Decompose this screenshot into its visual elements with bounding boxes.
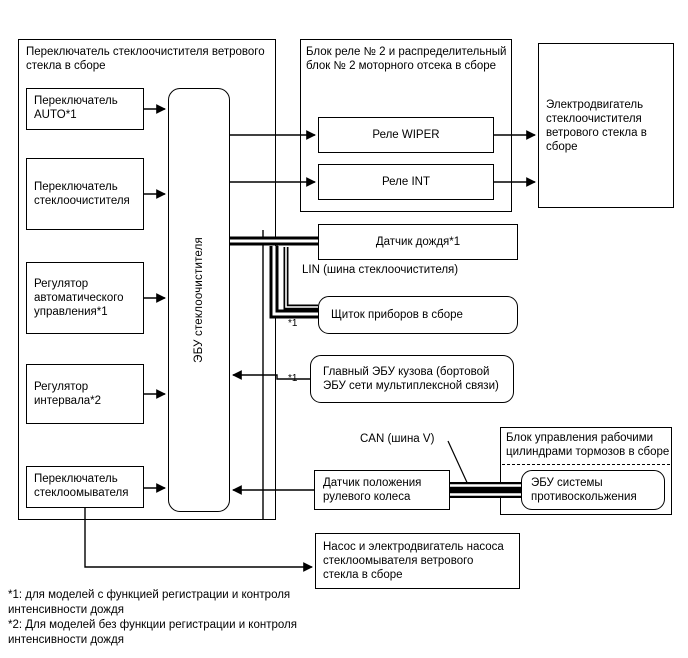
label-lin-bus: LIN (шина стеклоочистителя)	[302, 264, 459, 276]
box-washer-switch[interactable]: Переключатель стеклоомывателя	[26, 466, 144, 508]
box-relay-wiper[interactable]: Реле WIPER	[318, 117, 494, 153]
footnote-2: *2: Для моделей без функции регистрации …	[8, 619, 297, 646]
box-auto-switch[interactable]: Переключатель AUTO*1	[26, 88, 144, 130]
box-wiper-ecu[interactable]: ЭБУ стеклоочистителя	[168, 88, 230, 512]
box-main-body-ecu[interactable]: Главный ЭБУ кузова (бортовой ЭБУ сети му…	[310, 355, 514, 403]
box-auto-control-regulator[interactable]: Регулятор автоматического управления*1	[26, 262, 144, 334]
box-steering-angle-sensor[interactable]: Датчик положения рулевого колеса	[314, 470, 450, 510]
box-wiper-ecu-label: ЭБУ стеклоочистителя	[193, 237, 205, 363]
box-interval-regulator[interactable]: Регулятор интервала*2	[26, 364, 144, 424]
group-brake-actuator-title: Блок управления рабочими цилиндрами торм…	[506, 432, 670, 458]
brake-group-divider	[502, 464, 670, 465]
box-wiper-motor[interactable]: Электродвигатель стеклоочистителя ветров…	[538, 43, 674, 208]
footnote-1: *1: для моделей с функцией регистрации и…	[8, 589, 291, 616]
group-wiper-switch-assembly-title: Переключатель стеклоочистителя ветрового…	[26, 46, 265, 72]
box-rain-sensor[interactable]: Датчик дождя*1	[318, 224, 518, 260]
footnote-mark-lin: *1	[288, 318, 298, 329]
box-wiper-switch[interactable]: Переключатель стеклоочистителя	[26, 158, 144, 230]
label-can-bus: CAN (шина V)	[360, 433, 435, 445]
box-combination-meter[interactable]: Щиток приборов в сборе	[318, 296, 518, 334]
footnote-mark-body-ecu: *1	[288, 373, 298, 384]
box-washer-pump[interactable]: Насос и электродвигатель насоса стеклоом…	[315, 533, 520, 589]
box-relay-int[interactable]: Реле INT	[318, 164, 494, 200]
box-skid-control-ecu[interactable]: ЭБУ системы противоскольжения	[521, 470, 665, 510]
group-relay-block-title: Блок реле № 2 и распределительный блок №…	[306, 46, 507, 72]
